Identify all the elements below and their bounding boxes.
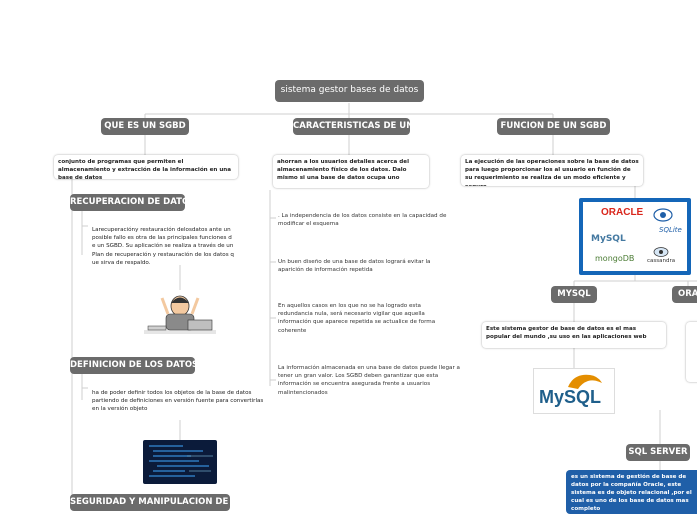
- subtopic-oracle[interactable]: ORA: [672, 286, 697, 303]
- mysql-card[interactable]: Este sistema gestor de base de datos es …: [482, 322, 666, 348]
- caracteristica-item-5[interactable]: La información almacenada en una base de…: [278, 365, 460, 396]
- caracteristica-item-2[interactable]: . La independencia de los datos consiste…: [278, 213, 447, 228]
- frustrated-worker-icon: [144, 295, 216, 334]
- caracteristica-card-1[interactable]: ahorran a los usuarios detalles acerca d…: [273, 155, 429, 188]
- frustrated-worker-illustration: [144, 290, 216, 342]
- topic-que-es-un-sgbd[interactable]: QUE ES UN SGBD: [101, 118, 189, 135]
- mysql-logo-image: MySQL: [533, 368, 615, 414]
- database-logos-image: ORACLE SQLite MySQL mongoDB cassandra: [579, 198, 691, 275]
- sqlite-logo: SQLite: [659, 226, 682, 234]
- subtopic-recuperacion[interactable]: RECUPERACION DE DATOS: [70, 194, 195, 211]
- dolphin-icon: [568, 374, 602, 389]
- root-node[interactable]: sistema gestor bases de datos: [275, 80, 424, 102]
- subtopic-sql-server[interactable]: SQL SERVER: [626, 444, 690, 461]
- code-lines-icon: [149, 445, 213, 477]
- caracteristica-item-4[interactable]: En aquellos casos en los que no se ha lo…: [278, 303, 436, 334]
- subtopic-seguridad[interactable]: SEGURIDAD Y MANIPULACION DE DATOS: [70, 494, 263, 511]
- subtopic-mysql[interactable]: MYSQL: [551, 286, 597, 303]
- mongodb-logo: mongoDB: [595, 254, 635, 263]
- cassandra-eye-icon: [653, 247, 669, 257]
- cassandra-logo: cassandra: [647, 258, 676, 264]
- subtopic-definicion[interactable]: DEFINICION DE LOS DATOS: [70, 357, 198, 374]
- code-screen-image: [143, 440, 217, 484]
- definicion-card[interactable]: ha de poder definir todos los objetos de…: [88, 386, 274, 420]
- recuperacion-card[interactable]: Larecuperacióny restauración delosdatos …: [88, 223, 238, 265]
- mysql-logo-text: MySQL: [539, 387, 602, 407]
- caracteristica-item-3[interactable]: Un buen diseño de una base de datos logr…: [278, 259, 431, 274]
- funcion-card[interactable]: La ejecución de las operaciones sobre la…: [461, 155, 643, 186]
- que-es-definition-card[interactable]: conjunto de programas que permiten el al…: [54, 155, 238, 179]
- mysql-small-logo: MySQL: [591, 234, 626, 244]
- topic-funcion[interactable]: FUNCION DE UN SGBD: [497, 118, 610, 135]
- sql-server-card[interactable]: es un sistema de gestión de base de dato…: [566, 470, 697, 514]
- oracle-logo: ORACLE: [601, 207, 644, 218]
- oracle-card-partial[interactable]: [686, 322, 697, 382]
- database-eye-icon: [653, 208, 673, 222]
- topic-caracteristicas[interactable]: CARACTERISTICAS DE UN SGBD: [293, 118, 443, 135]
